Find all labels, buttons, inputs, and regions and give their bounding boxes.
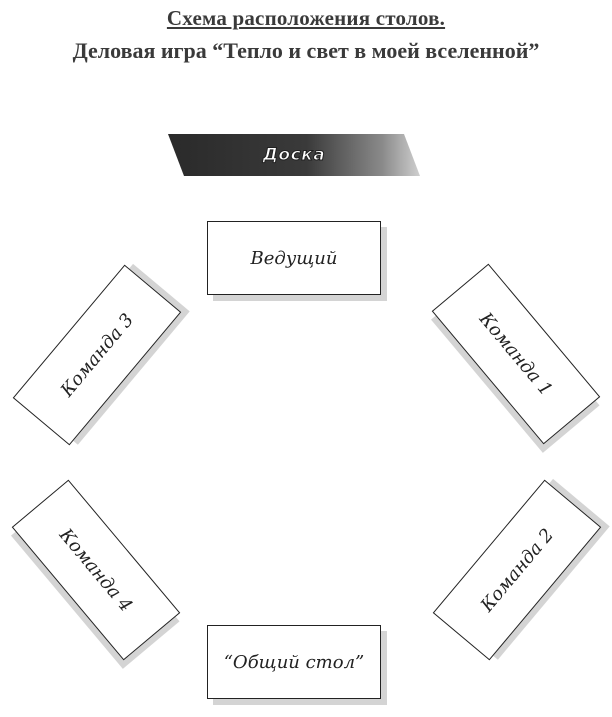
host-table: Ведущий <box>207 221 381 295</box>
team1-table: Команда 1 <box>431 263 601 445</box>
team3-table: Команда 3 <box>12 264 182 446</box>
common-table-label: “Общий стол” <box>223 651 365 673</box>
team4-table-label: Команда 4 <box>55 524 137 616</box>
common-table: “Общий стол” <box>207 625 381 699</box>
team2-table: Команда 2 <box>432 479 602 661</box>
page-title: Схема расположения столов. <box>166 6 446 30</box>
team4-table: Команда 4 <box>11 479 181 661</box>
board-parallelogram <box>168 134 420 176</box>
board-label: Доска <box>262 145 326 166</box>
team3-table-label: Команда 3 <box>56 309 138 401</box>
team2-table-label: Команда 2 <box>476 524 558 616</box>
host-table-label: Ведущий <box>250 247 338 269</box>
page-subtitle: Деловая игра “Тепло и свет в моей вселен… <box>72 38 540 63</box>
board-shape: Доска <box>168 134 420 176</box>
team1-table-label: Команда 1 <box>475 308 557 400</box>
